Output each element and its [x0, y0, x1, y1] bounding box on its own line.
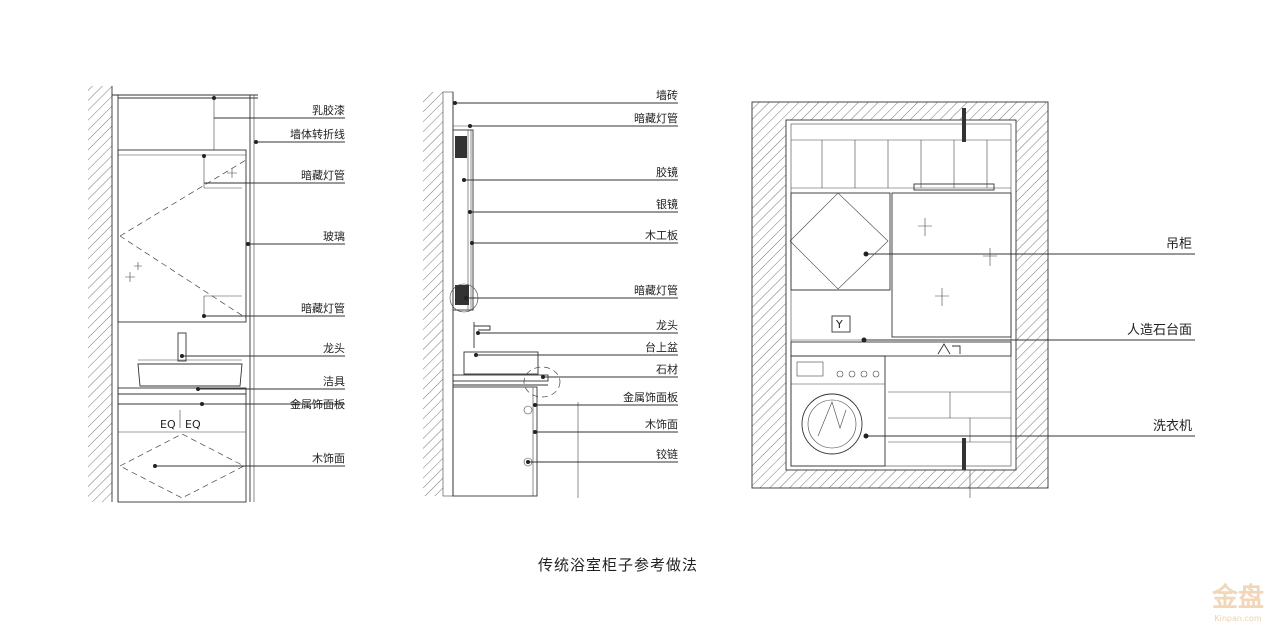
drawing-caption: 传统浴室柜子参考做法: [538, 556, 698, 574]
wall-hatch: [88, 86, 112, 502]
watermark-site: Kinpan.com: [1214, 614, 1261, 623]
laundry-elevation-drawing: Y 吊柜 人造石台面 洗衣机: [751, 101, 1195, 498]
faucet: [473, 322, 491, 348]
label-metal-panel: 金属饰面板: [290, 397, 345, 411]
watermark: 金盘 Kinpan.com: [1211, 582, 1264, 623]
label-wood-veneer: 木饰面: [312, 451, 345, 465]
label-hidden-lamp-top: 暗藏灯管: [301, 168, 345, 182]
mirror-cabinet-profile: [452, 129, 474, 311]
vanity-cabinet: [452, 386, 538, 497]
label-faucet: 龙头: [656, 319, 678, 332]
label-wall-tile: 墙砖: [656, 88, 678, 102]
label-hidden-lamp-bottom: 暗藏灯管: [634, 283, 678, 297]
watermark-brand: 金盘: [1211, 582, 1264, 613]
label-latex-paint: 乳胶漆: [312, 103, 345, 117]
label-stone: 石材: [656, 362, 678, 376]
label-plywood: 木工板: [645, 228, 678, 242]
basin: [137, 363, 243, 387]
basin: [463, 351, 539, 375]
valve-box: [831, 315, 851, 333]
label-silver-mirror: 银镜: [656, 197, 678, 211]
label-glue-mirror: 胶镜: [656, 165, 678, 179]
valve-symbol: Y: [835, 318, 843, 331]
artificial-stone-countertop: [790, 341, 1012, 357]
label-glass: 玻璃: [323, 229, 345, 243]
label-countertop-basin: 台上盆: [645, 340, 678, 354]
washing-machine: [790, 355, 886, 467]
label-metal-panel: 金属饰面板: [623, 390, 678, 404]
label-hinge: 铰链: [656, 447, 678, 461]
wall-hatch: [423, 92, 443, 496]
label-wood-veneer: 木饰面: [645, 417, 678, 431]
eq-label-right: EQ: [185, 418, 201, 431]
label-artificial-stone-countertop: 人造石台面: [1127, 323, 1192, 338]
hanging-cabinet-left: [790, 192, 891, 291]
wall-hatch: [752, 102, 1048, 488]
shelf: [913, 183, 995, 191]
label-hidden-lamp-bottom: 暗藏灯管: [301, 301, 345, 315]
section-drawing: 墙砖 暗藏灯管 胶镜 银镜 木工板 暗藏灯管 龙头 台上盆 石材 金属饰面板 木…: [423, 88, 678, 498]
label-washing-machine: 洗衣机: [1153, 418, 1192, 434]
label-sanitary-ware: 洁具: [323, 375, 345, 388]
label-faucet: 龙头: [323, 342, 345, 355]
vanity-cabinet: [117, 403, 247, 503]
label-wall-turn-line: 墙体转折线: [290, 127, 345, 141]
faucet: [177, 332, 187, 362]
elevation-drawing: EQ EQ 乳胶漆 墙体转折线 暗藏灯管 玻璃 暗藏灯管 龙头: [88, 86, 345, 503]
label-hidden-lamp-top: 暗藏灯管: [634, 111, 678, 125]
hanging-cabinet-right: [891, 192, 1012, 338]
eq-label-left: EQ: [160, 418, 176, 431]
label-hanging-cabinet: 吊柜: [1166, 237, 1192, 252]
faucet: [937, 343, 961, 355]
